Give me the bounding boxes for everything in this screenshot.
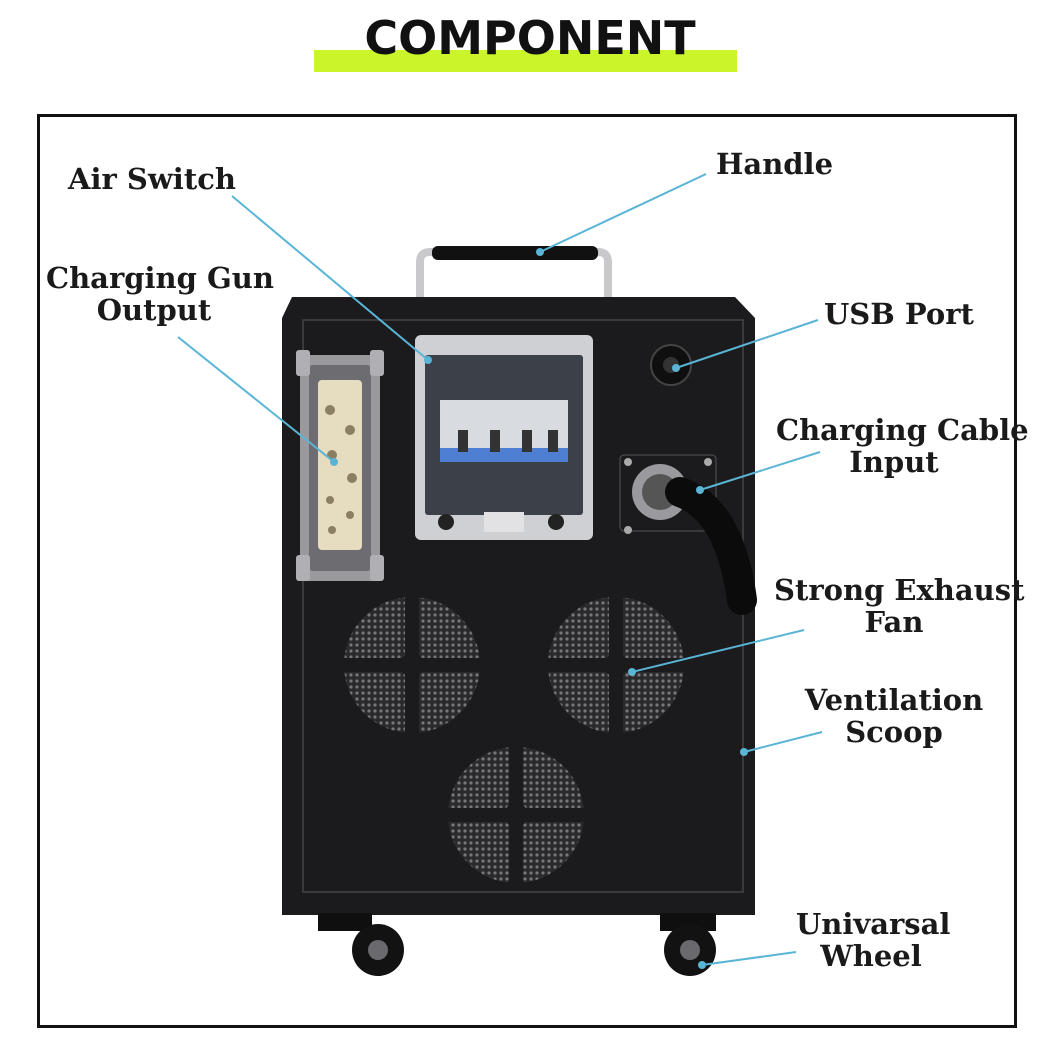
label-charging-gun-output-line1: Charging Gun <box>46 261 274 295</box>
air-switch-box <box>415 335 593 540</box>
label-air-switch: Air Switch <box>68 163 236 195</box>
leader-strong-exhaust-fan <box>631 629 805 673</box>
label-charging-cable-input: Charging Cable Input <box>776 413 1029 479</box>
label-universal-wheel-line1: Univarsal <box>796 907 951 941</box>
charging-gun-output-connector <box>296 350 384 581</box>
label-charging-gun-output-line2: Output <box>96 293 212 327</box>
label-ventilation-scoop-line1: Ventilation <box>804 683 984 717</box>
leader-universal-wheel <box>701 951 797 966</box>
label-handle-text: Handle <box>716 147 834 181</box>
leader-usb-port <box>675 319 819 369</box>
handle-part <box>416 246 612 300</box>
label-universal-wheel: Univarsal Wheel <box>796 907 951 973</box>
diagram-frame <box>37 114 1017 1028</box>
label-usb-port: USB Port <box>824 298 974 330</box>
leader-charging-cable-input <box>699 451 821 491</box>
label-strong-exhaust-fan: Strong Exhaust Fan <box>774 573 1025 639</box>
title-area: COMPONENT <box>0 0 1060 100</box>
label-ventilation-scoop-line2: Scoop <box>845 715 943 749</box>
label-usb-port-text: USB Port <box>824 297 974 331</box>
universal-wheel-left <box>318 913 404 976</box>
exhaust-fan-bottom <box>448 747 584 883</box>
universal-wheel-right <box>660 913 716 976</box>
label-ventilation-scoop: Ventilation Scoop <box>804 684 984 748</box>
title-highlight-bar <box>314 50 737 72</box>
leader-ventilation-scoop <box>743 731 823 753</box>
label-charging-cable-input-line2: Input <box>849 445 939 479</box>
label-charging-cable-input-line1: Charging Cable <box>776 413 1029 447</box>
label-charging-gun-output: Charging Gun Output <box>46 261 274 327</box>
label-universal-wheel-line2: Wheel <box>820 939 922 973</box>
label-strong-exhaust-fan-line2: Fan <box>864 605 924 639</box>
label-strong-exhaust-fan-line1: Strong Exhaust <box>774 573 1025 607</box>
label-air-switch-text: Air Switch <box>68 162 236 196</box>
leader-air-switch <box>231 195 429 361</box>
page-title: COMPONENT <box>364 11 696 65</box>
leader-handle <box>539 173 707 253</box>
label-handle: Handle <box>716 148 833 180</box>
exhaust-fan-left <box>344 597 480 733</box>
leader-charging-gun-output <box>177 336 335 463</box>
charging-cable-input-part <box>619 454 757 615</box>
exhaust-fan-right <box>548 597 684 733</box>
